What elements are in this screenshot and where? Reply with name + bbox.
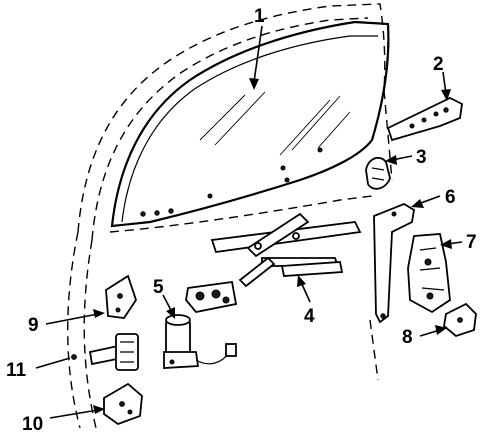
guide-bracket (386, 96, 463, 142)
latch-upper (105, 274, 137, 319)
callout-6: 6 (445, 187, 456, 208)
run-channel (373, 202, 415, 324)
door-check (88, 333, 139, 371)
lock-bracket (407, 233, 451, 314)
callout-11: 11 (6, 360, 27, 381)
callout-4: 4 (304, 306, 315, 327)
leader-lines (35, 25, 463, 419)
window-clip (365, 156, 391, 190)
callout-2: 2 (433, 54, 444, 75)
window-glass (110, 20, 390, 228)
callout-3: 3 (416, 147, 427, 168)
callout-5: 5 (153, 277, 164, 298)
callout-1: 1 (254, 6, 265, 27)
callout-9: 9 (28, 315, 39, 336)
callout-8: 8 (402, 327, 413, 348)
belt-line (109, 195, 373, 233)
small-clip (443, 302, 477, 338)
window-regulator (185, 212, 362, 313)
callout-7: 7 (466, 232, 477, 253)
window-motor (163, 314, 237, 369)
callout-labels: 1 2 3 4 5 6 7 8 9 10 11 (6, 6, 477, 435)
door-shell (67, 3, 393, 429)
latch-lower (103, 382, 143, 426)
callout-10: 10 (22, 414, 43, 435)
